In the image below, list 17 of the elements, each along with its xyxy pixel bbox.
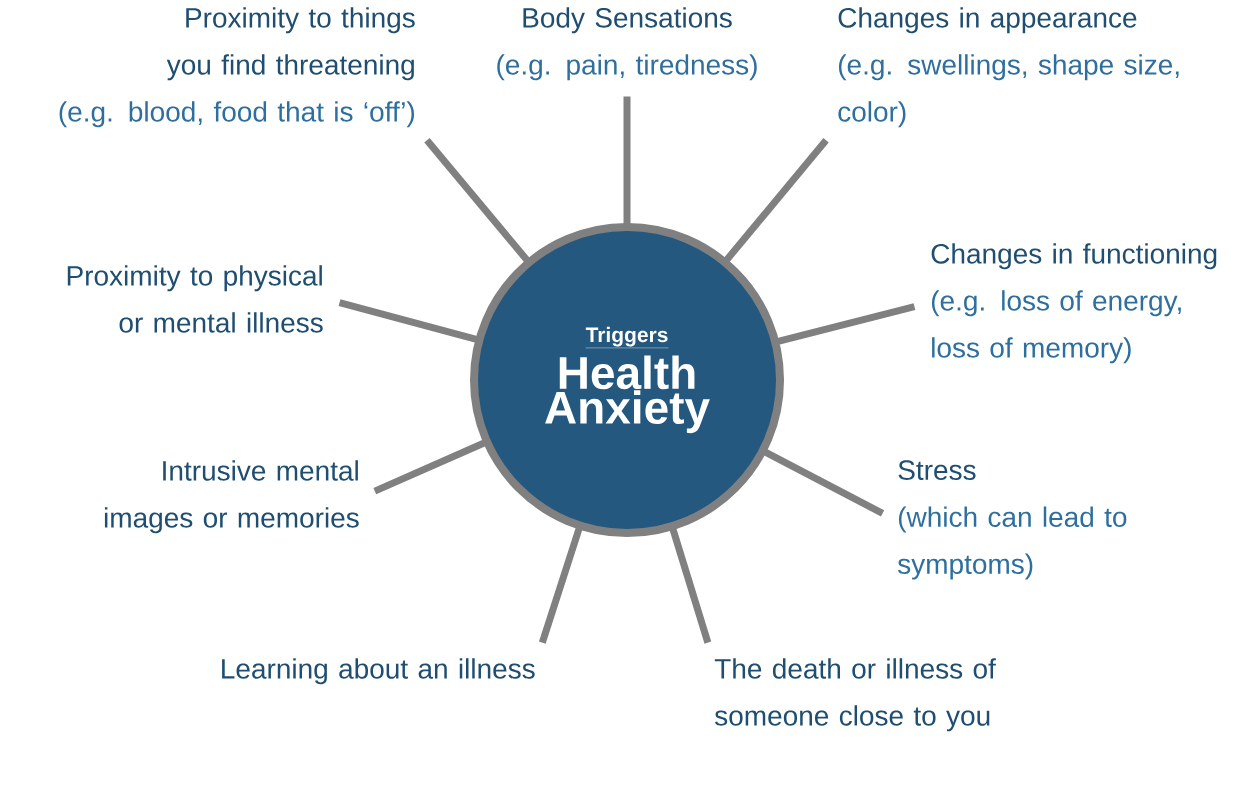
spoke-line	[762, 448, 885, 517]
spoke-line	[776, 303, 916, 346]
trigger-label: Proximity to physical or mental illness	[67, 265, 323, 333]
trigger-label: Changes in functioning (e.g. loss of energy, loss of memory)	[931, 243, 1217, 364]
trigger-label: Stress (which can lead to symptoms)	[898, 460, 1127, 580]
spoke-line	[669, 527, 712, 644]
trigger-label: The death or illness of someone close to you	[714, 658, 996, 732]
spoke-line	[538, 526, 583, 644]
trigger-label: Body Sensations (e.g. pain, tiredness)	[497, 7, 757, 81]
spoke-line	[723, 138, 829, 263]
trigger-label: Proximity to things you find threatening (e.g. blood, food that is ‘off’)	[59, 7, 415, 128]
spoke-line	[424, 138, 531, 264]
trigger-label: Changes in appearance (e.g. swellings, shape size, color)	[838, 7, 1179, 128]
spoke-line	[373, 439, 487, 495]
trigger-label: Learning about an illness	[222, 658, 535, 685]
trigger-label: Intrusive mental images or memories	[104, 460, 359, 534]
spoke-line	[338, 299, 479, 344]
